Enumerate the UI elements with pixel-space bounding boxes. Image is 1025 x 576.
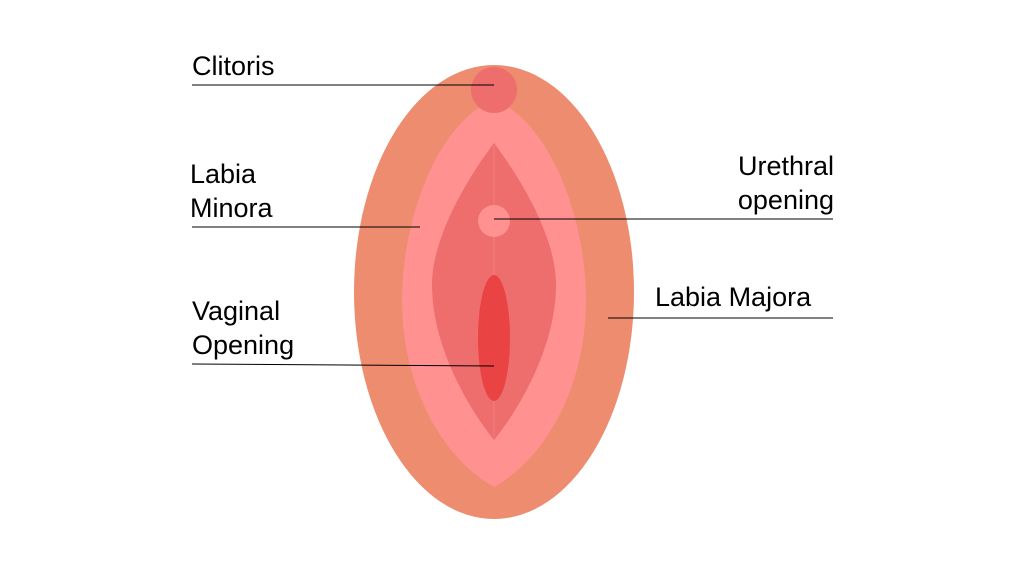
- urethral-opening-label-line-1: Urethral: [737, 151, 834, 181]
- labia-majora-label: Labia Majora: [655, 280, 811, 314]
- labia-minora-label-line-1: Labia: [190, 159, 257, 189]
- labia-majora-label-line-1: Labia Majora: [655, 282, 812, 312]
- urethral-opening-label: Urethral opening: [738, 149, 834, 217]
- labia-minora-label: Labia Minora: [190, 157, 273, 225]
- vaginal-opening-shape: [478, 275, 510, 401]
- vaginal-opening-label: Vaginal Opening: [192, 294, 294, 362]
- urethral-opening-label-line-2: opening: [737, 185, 834, 215]
- clitoris-label-line-1: Clitoris: [192, 51, 275, 81]
- clitoris-shape: [471, 67, 517, 113]
- labia-minora-label-line-2: Minora: [190, 193, 273, 223]
- vaginal-opening-label-line-1: Vaginal: [192, 296, 281, 326]
- vaginal-opening-leader-line: [191, 363, 495, 367]
- vaginal-opening-label-line-2: Opening: [192, 330, 295, 360]
- clitoris-label: Clitoris: [192, 49, 275, 83]
- urethral-opening-shape: [478, 205, 510, 237]
